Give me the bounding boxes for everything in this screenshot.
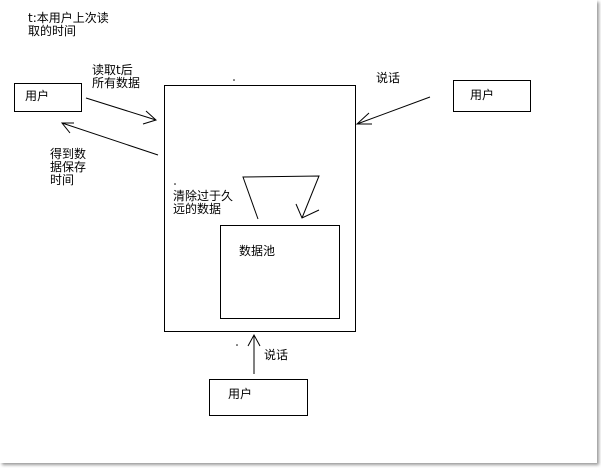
- cleanup-label: 清除过于久 远的数据: [173, 189, 234, 216]
- user-left-label: 用户: [25, 89, 50, 103]
- user-right-box: 用户: [453, 80, 531, 112]
- user-bottom-box: 用户: [209, 379, 308, 416]
- data-pool-label: 数据池: [239, 244, 276, 258]
- data-pool-box: 数据池: [220, 225, 340, 319]
- speck-2: [236, 344, 238, 346]
- cleanup-cycle-arrow: [242, 175, 320, 220]
- read-arrow-label: 读取t后 所有数据: [92, 63, 141, 90]
- user-left-box: 用户: [14, 83, 82, 112]
- save-time-label: 得到数 据保存 时间: [50, 147, 87, 187]
- note-text: t:本用户上次读 取的时间: [28, 11, 109, 38]
- user-bottom-label: 用户: [228, 387, 253, 401]
- right-speak-label: 说话: [376, 71, 401, 85]
- save-time-arrow: [60, 122, 159, 156]
- bottom-speak-label: 说话: [264, 348, 289, 362]
- right-speak-arrow: [355, 96, 431, 125]
- bottom-speak-arrow: [247, 333, 261, 374]
- read-arrow: [85, 97, 157, 125]
- user-right-label: 用户: [470, 88, 495, 102]
- speck-3: [174, 183, 176, 185]
- speck-1: [233, 79, 235, 81]
